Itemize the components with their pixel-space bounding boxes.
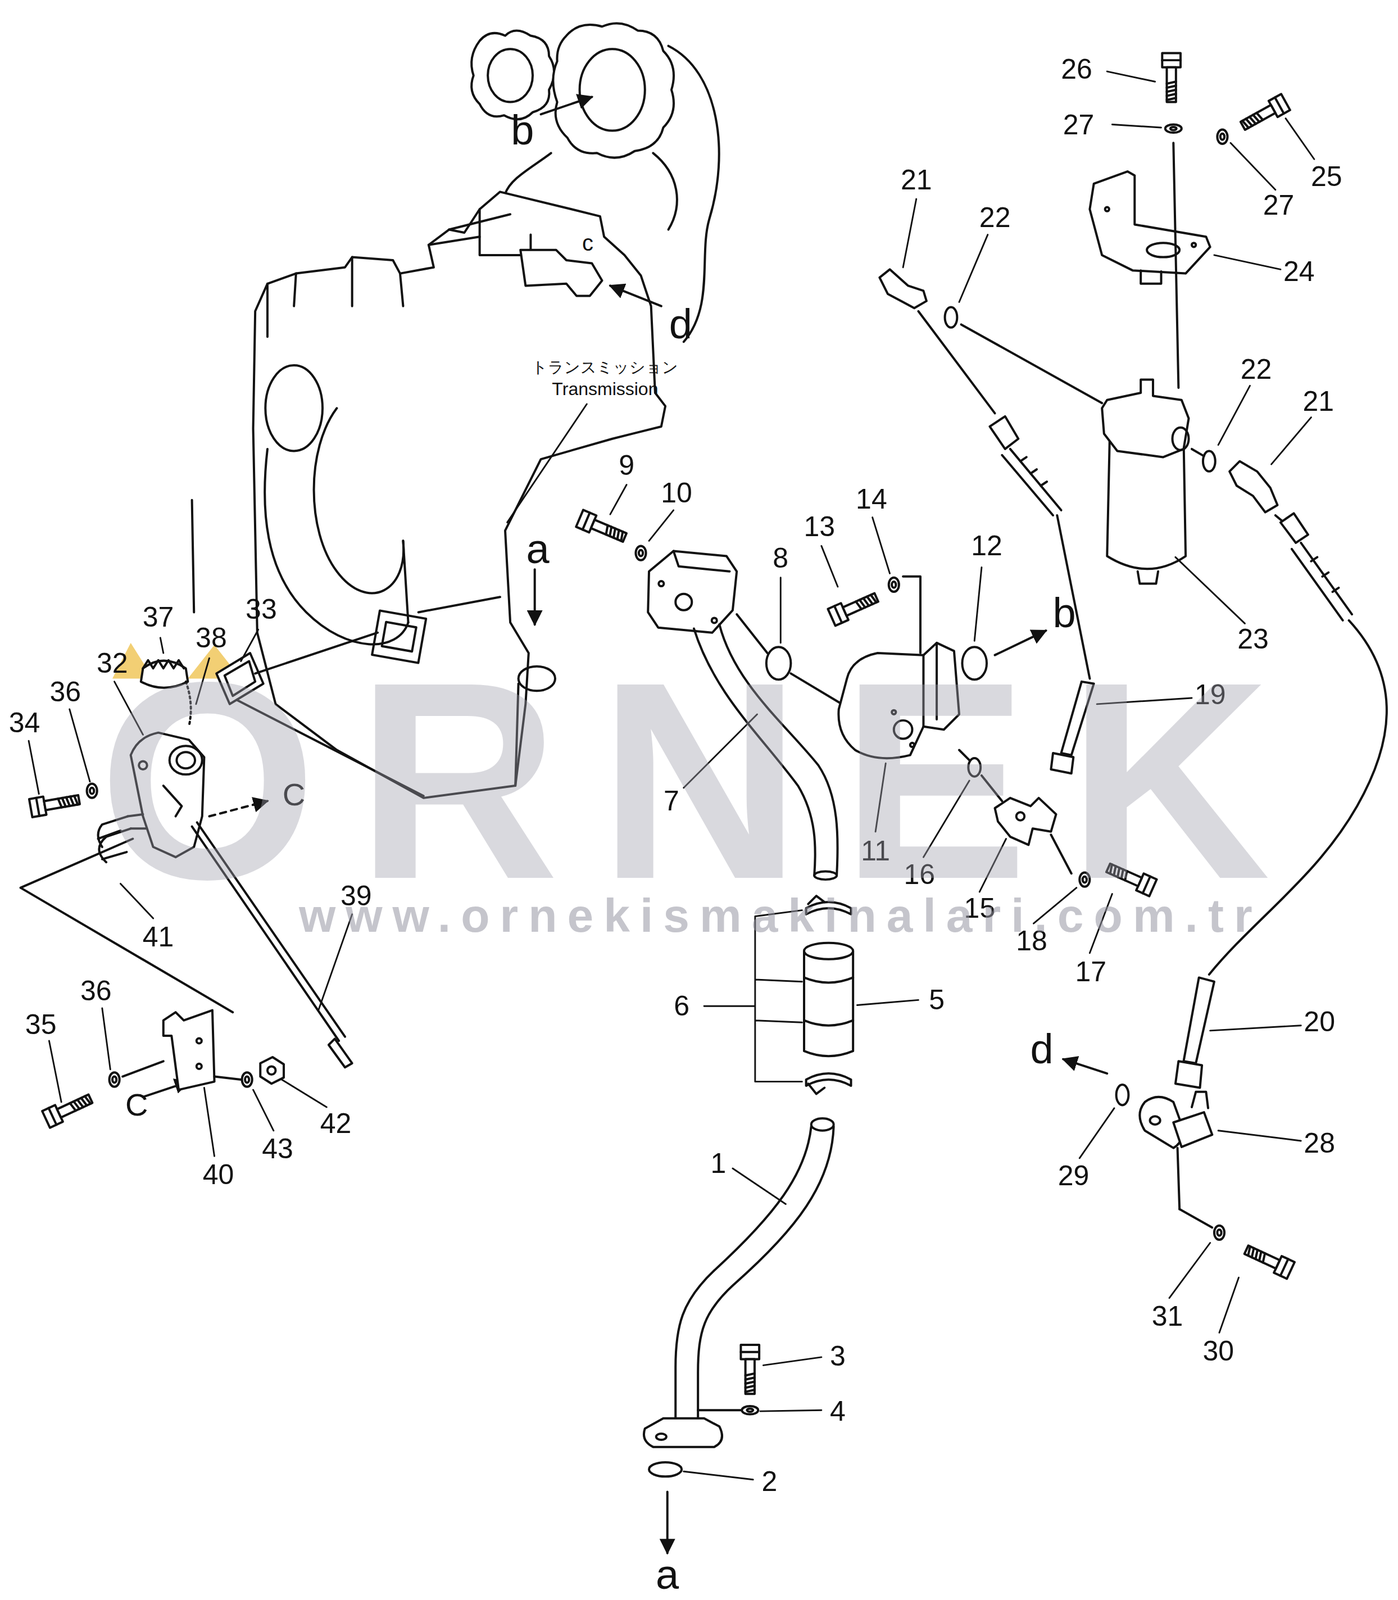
callout-number: 38 bbox=[195, 623, 228, 652]
callout-number: 28 bbox=[1303, 1128, 1336, 1157]
callout-number: 27 bbox=[1263, 191, 1295, 220]
callout-number: 32 bbox=[96, 648, 129, 678]
callout-number: 3 bbox=[829, 1341, 846, 1370]
callout-number: 9 bbox=[618, 451, 635, 480]
callout-number: 2 bbox=[761, 1467, 778, 1496]
reference-letter: c bbox=[582, 231, 594, 254]
reference-letter: a bbox=[525, 528, 549, 570]
callout-number: 22 bbox=[1240, 355, 1273, 384]
callout-number: 6 bbox=[673, 991, 690, 1020]
callout-number: 41 bbox=[142, 922, 175, 951]
watermark-url: www.ornekismakinalari.com.tr bbox=[298, 891, 1263, 939]
reference-letter: C bbox=[282, 778, 306, 811]
callout-number: 23 bbox=[1237, 624, 1269, 653]
callout-number: 5 bbox=[928, 985, 945, 1014]
reference-letter: a bbox=[655, 1553, 679, 1596]
callout-number: 26 bbox=[1060, 55, 1093, 84]
callout-number: 39 bbox=[340, 881, 372, 910]
reference-letter: C bbox=[125, 1088, 148, 1121]
callout-number: 11 bbox=[860, 836, 891, 865]
transmission-housing bbox=[253, 191, 666, 798]
callout-number: 12 bbox=[970, 531, 1003, 560]
callout-number: 31 bbox=[1151, 1301, 1184, 1331]
callout-number: 1 bbox=[710, 1149, 727, 1178]
callout-number: 10 bbox=[660, 478, 693, 507]
callout-number: 30 bbox=[1203, 1336, 1235, 1365]
callout-number: 18 bbox=[1015, 926, 1048, 955]
callout-number: 17 bbox=[1075, 957, 1107, 986]
callout-number: 37 bbox=[142, 602, 175, 632]
callout-number: 21 bbox=[900, 165, 933, 194]
callout-number: 27 bbox=[1063, 110, 1095, 139]
callout-number: 36 bbox=[80, 976, 112, 1005]
callout-number: 13 bbox=[803, 512, 835, 541]
reference-arrows bbox=[142, 96, 1107, 1553]
callout-number: 42 bbox=[320, 1109, 352, 1138]
watermark: ORNEK bbox=[98, 640, 1310, 921]
reference-letter: d bbox=[1030, 1028, 1054, 1070]
callout-number: 33 bbox=[245, 595, 278, 624]
callout-number: 24 bbox=[1283, 257, 1315, 286]
callout-number: 8 bbox=[772, 543, 789, 573]
reference-letter: b bbox=[1052, 592, 1077, 634]
dipstick-assembly bbox=[20, 500, 424, 1128]
reference-letter: b bbox=[510, 109, 534, 152]
callout-number: 14 bbox=[855, 484, 888, 514]
callout-number: 35 bbox=[25, 1010, 57, 1039]
reference-letter: d bbox=[669, 303, 693, 346]
callout-number: 15 bbox=[964, 893, 996, 923]
pump-and-pipes bbox=[575, 509, 1157, 1477]
callout-number: 4 bbox=[829, 1396, 846, 1425]
callout-number: 19 bbox=[1194, 680, 1227, 709]
callout-number: 16 bbox=[903, 860, 935, 889]
part-name: Transmission bbox=[551, 379, 658, 398]
callout-number: 21 bbox=[1303, 387, 1335, 416]
callout-number: 20 bbox=[1303, 1007, 1336, 1036]
callout-number: 34 bbox=[8, 708, 41, 737]
callout-number: 29 bbox=[1058, 1161, 1090, 1190]
callout-number: 40 bbox=[202, 1160, 235, 1189]
callout-number: 7 bbox=[663, 786, 680, 815]
leader-lines bbox=[28, 71, 1315, 1480]
callout-number: 43 bbox=[261, 1134, 294, 1163]
callout-number: 22 bbox=[979, 203, 1011, 232]
callout-number: 25 bbox=[1310, 162, 1343, 191]
part-name: トランスミッション bbox=[531, 359, 679, 376]
callout-number: 36 bbox=[49, 677, 81, 706]
